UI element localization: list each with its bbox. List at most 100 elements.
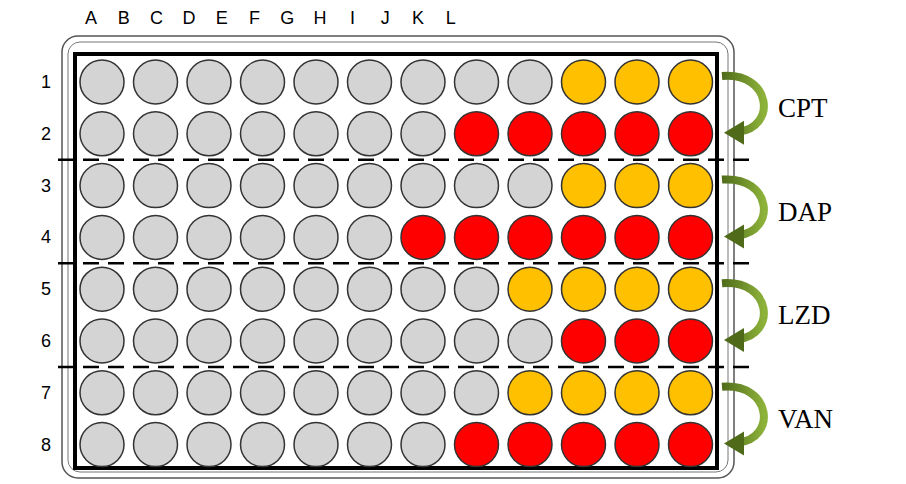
- arrow-head: [724, 432, 744, 456]
- well: [187, 112, 231, 156]
- well: [562, 60, 606, 104]
- well: [187, 267, 231, 311]
- well: [401, 164, 445, 208]
- arrow-head: [724, 328, 744, 352]
- column-label: D: [183, 9, 196, 27]
- well: [508, 60, 552, 104]
- well: [348, 215, 392, 259]
- well: [80, 267, 124, 311]
- well: [187, 215, 231, 259]
- column-label: J: [381, 9, 390, 27]
- well: [615, 423, 659, 467]
- well: [455, 60, 499, 104]
- well: [134, 423, 178, 467]
- well: [455, 371, 499, 415]
- plate-outer: [62, 36, 734, 478]
- well: [669, 164, 713, 208]
- well: [241, 267, 285, 311]
- column-label: H: [313, 9, 326, 27]
- well: [80, 215, 124, 259]
- well: [669, 423, 713, 467]
- well: [80, 112, 124, 156]
- well: [294, 371, 338, 415]
- group-divider: [58, 366, 752, 369]
- column-label: E: [216, 9, 228, 27]
- group-divider: [58, 158, 752, 161]
- arrow-head: [724, 121, 744, 145]
- well: [80, 60, 124, 104]
- well: [562, 164, 606, 208]
- well: [401, 112, 445, 156]
- well: [348, 164, 392, 208]
- well: [241, 60, 285, 104]
- well: [294, 112, 338, 156]
- well: [669, 60, 713, 104]
- well: [80, 423, 124, 467]
- well: [348, 267, 392, 311]
- well: [134, 319, 178, 363]
- well: [80, 319, 124, 363]
- well: [187, 319, 231, 363]
- well: [187, 164, 231, 208]
- well: [294, 267, 338, 311]
- well: [455, 112, 499, 156]
- well: [669, 267, 713, 311]
- well: [562, 215, 606, 259]
- well: [134, 215, 178, 259]
- column-label: A: [85, 9, 97, 27]
- well: [615, 267, 659, 311]
- well: [241, 112, 285, 156]
- drug-label: CPT: [778, 94, 828, 121]
- well: [508, 423, 552, 467]
- well: [615, 319, 659, 363]
- row-label: 2: [41, 125, 51, 143]
- group-divider: [58, 262, 752, 265]
- well: [455, 215, 499, 259]
- well: [241, 423, 285, 467]
- well: [455, 164, 499, 208]
- well: [508, 371, 552, 415]
- well: [241, 319, 285, 363]
- well: [508, 112, 552, 156]
- row-label: 6: [41, 332, 51, 350]
- well: [401, 215, 445, 259]
- well: [401, 267, 445, 311]
- well: [187, 423, 231, 467]
- well: [455, 267, 499, 311]
- column-label: F: [249, 9, 260, 27]
- row-label: 4: [41, 228, 51, 246]
- curved-arrows: [722, 76, 764, 456]
- plate-inner: [75, 54, 717, 468]
- well: [134, 371, 178, 415]
- well: [241, 215, 285, 259]
- well: [455, 423, 499, 467]
- column-label: C: [150, 9, 163, 27]
- well: [294, 164, 338, 208]
- well: [401, 371, 445, 415]
- well: [615, 164, 659, 208]
- well: [80, 164, 124, 208]
- row-label: 5: [41, 280, 51, 298]
- well: [294, 319, 338, 363]
- well: [401, 319, 445, 363]
- well: [508, 319, 552, 363]
- well: [401, 423, 445, 467]
- well: [401, 60, 445, 104]
- well: [80, 371, 124, 415]
- row-label: 7: [41, 384, 51, 402]
- well: [348, 423, 392, 467]
- well: [615, 60, 659, 104]
- row-label: 1: [41, 73, 51, 91]
- drug-label: DAP: [778, 198, 832, 225]
- row-label: 3: [41, 177, 51, 195]
- well: [615, 371, 659, 415]
- well: [187, 371, 231, 415]
- well: [508, 267, 552, 311]
- well: [134, 267, 178, 311]
- row-label: 8: [41, 436, 51, 454]
- well: [562, 371, 606, 415]
- well: [562, 267, 606, 311]
- well: [134, 60, 178, 104]
- well: [348, 371, 392, 415]
